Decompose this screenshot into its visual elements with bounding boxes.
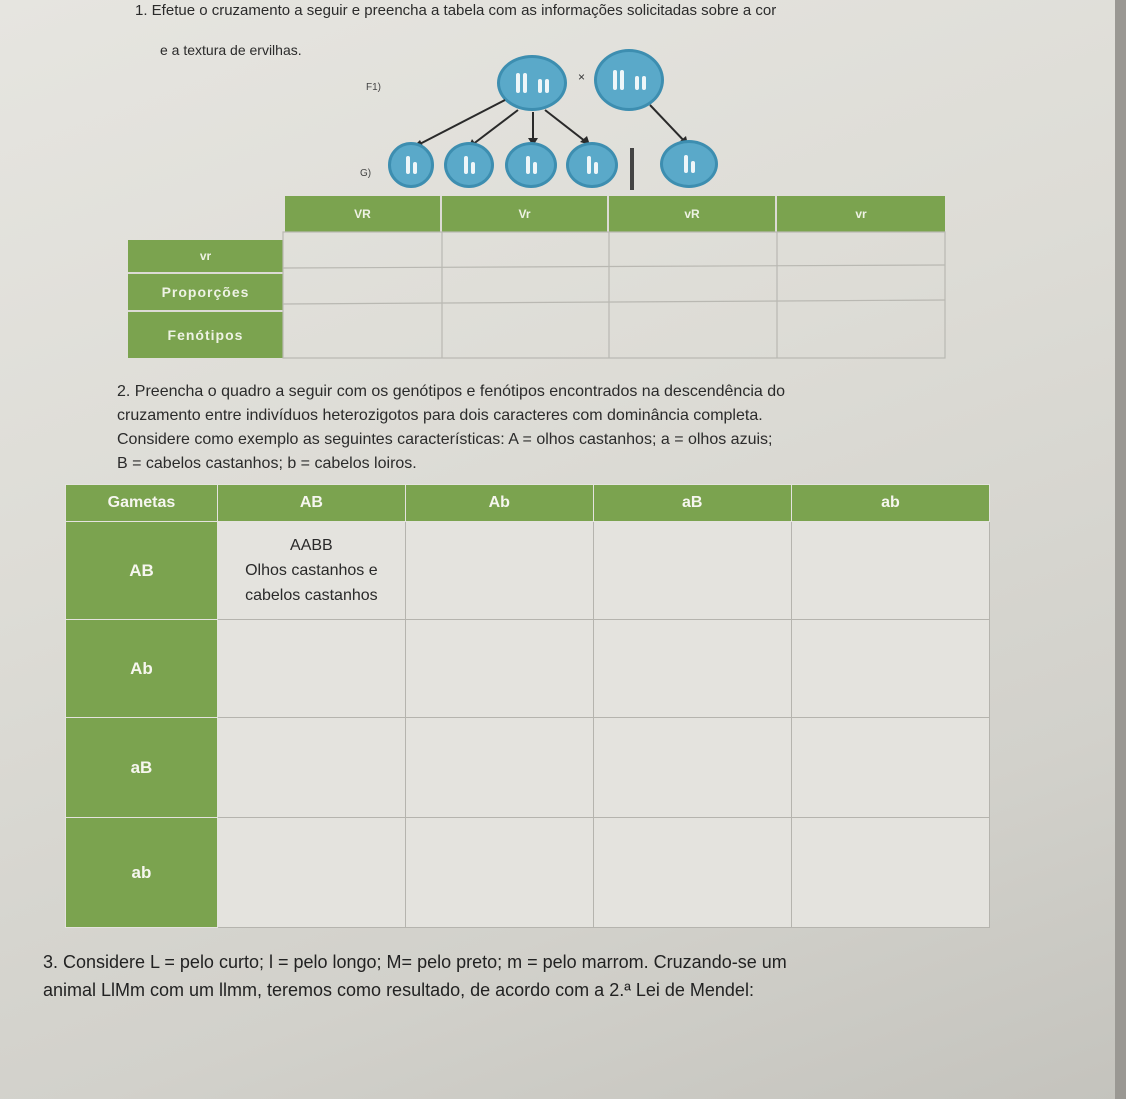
cell-phenotype-line1: Olhos castanhos e xyxy=(245,562,378,579)
table2-cell-AB-AB[interactable]: AABB Olhos castanhos e cabelos castanhos xyxy=(216,521,406,620)
table2-col-ab: ab xyxy=(790,484,991,522)
gamete-cell-1 xyxy=(388,142,434,188)
table2-cell-Ab-AB[interactable] xyxy=(216,619,406,718)
gamete-cell-5 xyxy=(660,140,718,188)
table2-cell-aB-AB[interactable] xyxy=(216,717,406,818)
f1-cell-left xyxy=(497,55,567,111)
table2-cell-Ab-aB[interactable] xyxy=(592,619,792,718)
gamete-cell-3 xyxy=(505,142,557,188)
table1-row-fenotipos: Fenótipos xyxy=(167,327,244,343)
cell-genotype: AABB xyxy=(290,537,333,554)
table2-cell-ab-AB[interactable] xyxy=(216,817,406,928)
table1-col-vR: vR xyxy=(609,196,777,232)
table2-row-Ab: Ab xyxy=(65,619,218,718)
question-2-line4: B = cabelos castanhos; b = cabelos loiro… xyxy=(117,455,417,472)
table1-grid xyxy=(282,231,946,359)
question-1-text-cont: e a textura de ervilhas. xyxy=(160,42,302,58)
table2-cell-Ab-ab[interactable] xyxy=(790,619,991,718)
table2-cell-AB-aB[interactable] xyxy=(592,521,792,620)
table1-row-vr: vr xyxy=(128,240,283,274)
question-3-line2: animal LlMm com um llmm, teremos como re… xyxy=(43,980,754,1000)
table2-col-aB: aB xyxy=(592,484,792,522)
table1-col-vr: vr xyxy=(855,207,867,221)
gamete-cell-4 xyxy=(566,142,618,188)
table2-cell-ab-Ab[interactable] xyxy=(404,817,594,928)
table2-cell-aB-ab[interactable] xyxy=(790,717,991,818)
f1-label: F1) xyxy=(366,82,381,93)
f1-cell-right xyxy=(594,49,664,111)
table2-cell-Ab-Ab[interactable] xyxy=(404,619,594,718)
table2-cell-ab-aB[interactable] xyxy=(592,817,792,928)
question-1-text: 1. Efetue o cruzamento a seguir e preenc… xyxy=(135,2,777,19)
table2-cell-AB-ab[interactable] xyxy=(790,521,991,620)
cross-symbol: × xyxy=(578,70,586,84)
question-2-line2: cruzamento entre indivíduos heterozigoto… xyxy=(117,407,763,424)
punnett-square-table: Gametas AB Ab aB ab AB AABB Olhos castan… xyxy=(65,484,991,928)
table2-cell-AB-Ab[interactable] xyxy=(404,521,594,620)
question-3-line1: 3. Considere L = pelo curto; l = pelo lo… xyxy=(43,952,787,972)
table2-row-ab: ab xyxy=(65,817,218,928)
table2-corner-header: Gametas xyxy=(65,484,218,522)
question-2-line3: Considere como exemplo as seguintes cara… xyxy=(117,431,773,448)
table1-col-VR: VR xyxy=(285,196,442,232)
table2-row-aB: aB xyxy=(65,717,218,818)
table1-row-header-band: vr Proporções Fenótipos xyxy=(128,240,283,358)
cell-phenotype-line2: cabelos castanhos xyxy=(245,587,378,604)
table2-cell-aB-aB[interactable] xyxy=(592,717,792,818)
question-3-text: 3. Considere L = pelo curto; l = pelo lo… xyxy=(43,948,1003,1004)
table2-col-AB: AB xyxy=(216,484,406,522)
gamete-cell-2 xyxy=(444,142,494,188)
table1-header-band: VR Vr vR vr xyxy=(285,196,945,232)
g-label: G) xyxy=(360,168,372,179)
page-edge-shadow xyxy=(1115,0,1126,1099)
question-2-line1: 2. Preencha o quadro a seguir com os gen… xyxy=(117,383,786,400)
table2-col-Ab: Ab xyxy=(404,484,594,522)
table2-cell-ab-ab[interactable] xyxy=(790,817,991,928)
table2-cell-aB-Ab[interactable] xyxy=(404,717,594,818)
table1-col-Vr: Vr xyxy=(442,196,609,232)
table2-row-AB: AB xyxy=(65,521,218,620)
question-2-text: 2. Preencha o quadro a seguir com os gen… xyxy=(117,380,977,476)
table1-row-proporcoes: Proporções xyxy=(128,274,283,312)
